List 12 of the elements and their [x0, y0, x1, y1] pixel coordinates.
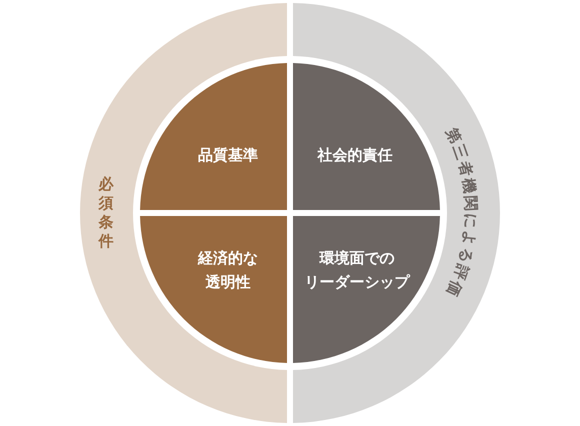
quadrant-label: 経済的な透明性 — [198, 248, 258, 293]
ring-label: 必須条件 — [98, 175, 114, 251]
ring-band — [80, 3, 287, 423]
ring-band — [293, 3, 500, 423]
quadrant-label: 品質基準 — [198, 145, 258, 166]
quadrant-box — [140, 216, 287, 363]
quadrant-box — [140, 63, 287, 210]
quadrant-label: 社会的責任 — [318, 145, 392, 166]
quadrant-label: 環境面でのリーダーシップ — [304, 248, 410, 293]
ring-label: 第三者機関による評価 — [442, 125, 480, 301]
quadrant-box — [293, 63, 440, 210]
quadrant-box — [293, 216, 440, 363]
